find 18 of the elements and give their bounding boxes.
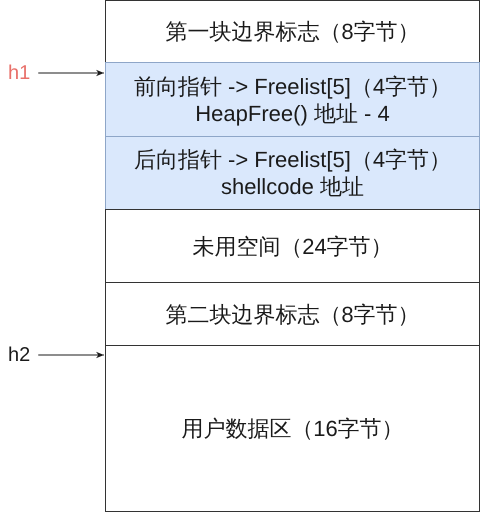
memory-block <box>105 62 480 137</box>
memory-block <box>105 209 480 283</box>
block-label: 第一块边界标志（8字节） <box>165 18 420 45</box>
block-label: 未用空间（24字节） <box>192 232 393 260</box>
block-label: 前向指针 -> Freelist[5]（4字节） <box>134 72 452 100</box>
pointer-label: h1 <box>8 62 30 84</box>
arrow <box>38 70 104 76</box>
block-label: 后向指针 -> Freelist[5]（4字节） <box>134 146 452 173</box>
block-label: 第二块边界标志（8字节） <box>165 300 420 328</box>
block-value: HeapFree() 地址 - 4 <box>195 100 390 126</box>
memory-block <box>105 282 480 346</box>
pointer-label: h2 <box>8 344 30 366</box>
block-label: 用户数据区（16字节） <box>181 415 404 442</box>
memory-block <box>105 136 480 210</box>
memory-block <box>105 345 480 512</box>
arrow <box>38 352 104 358</box>
block-value: shellcode 地址 <box>220 173 364 200</box>
memory-block <box>105 0 480 63</box>
